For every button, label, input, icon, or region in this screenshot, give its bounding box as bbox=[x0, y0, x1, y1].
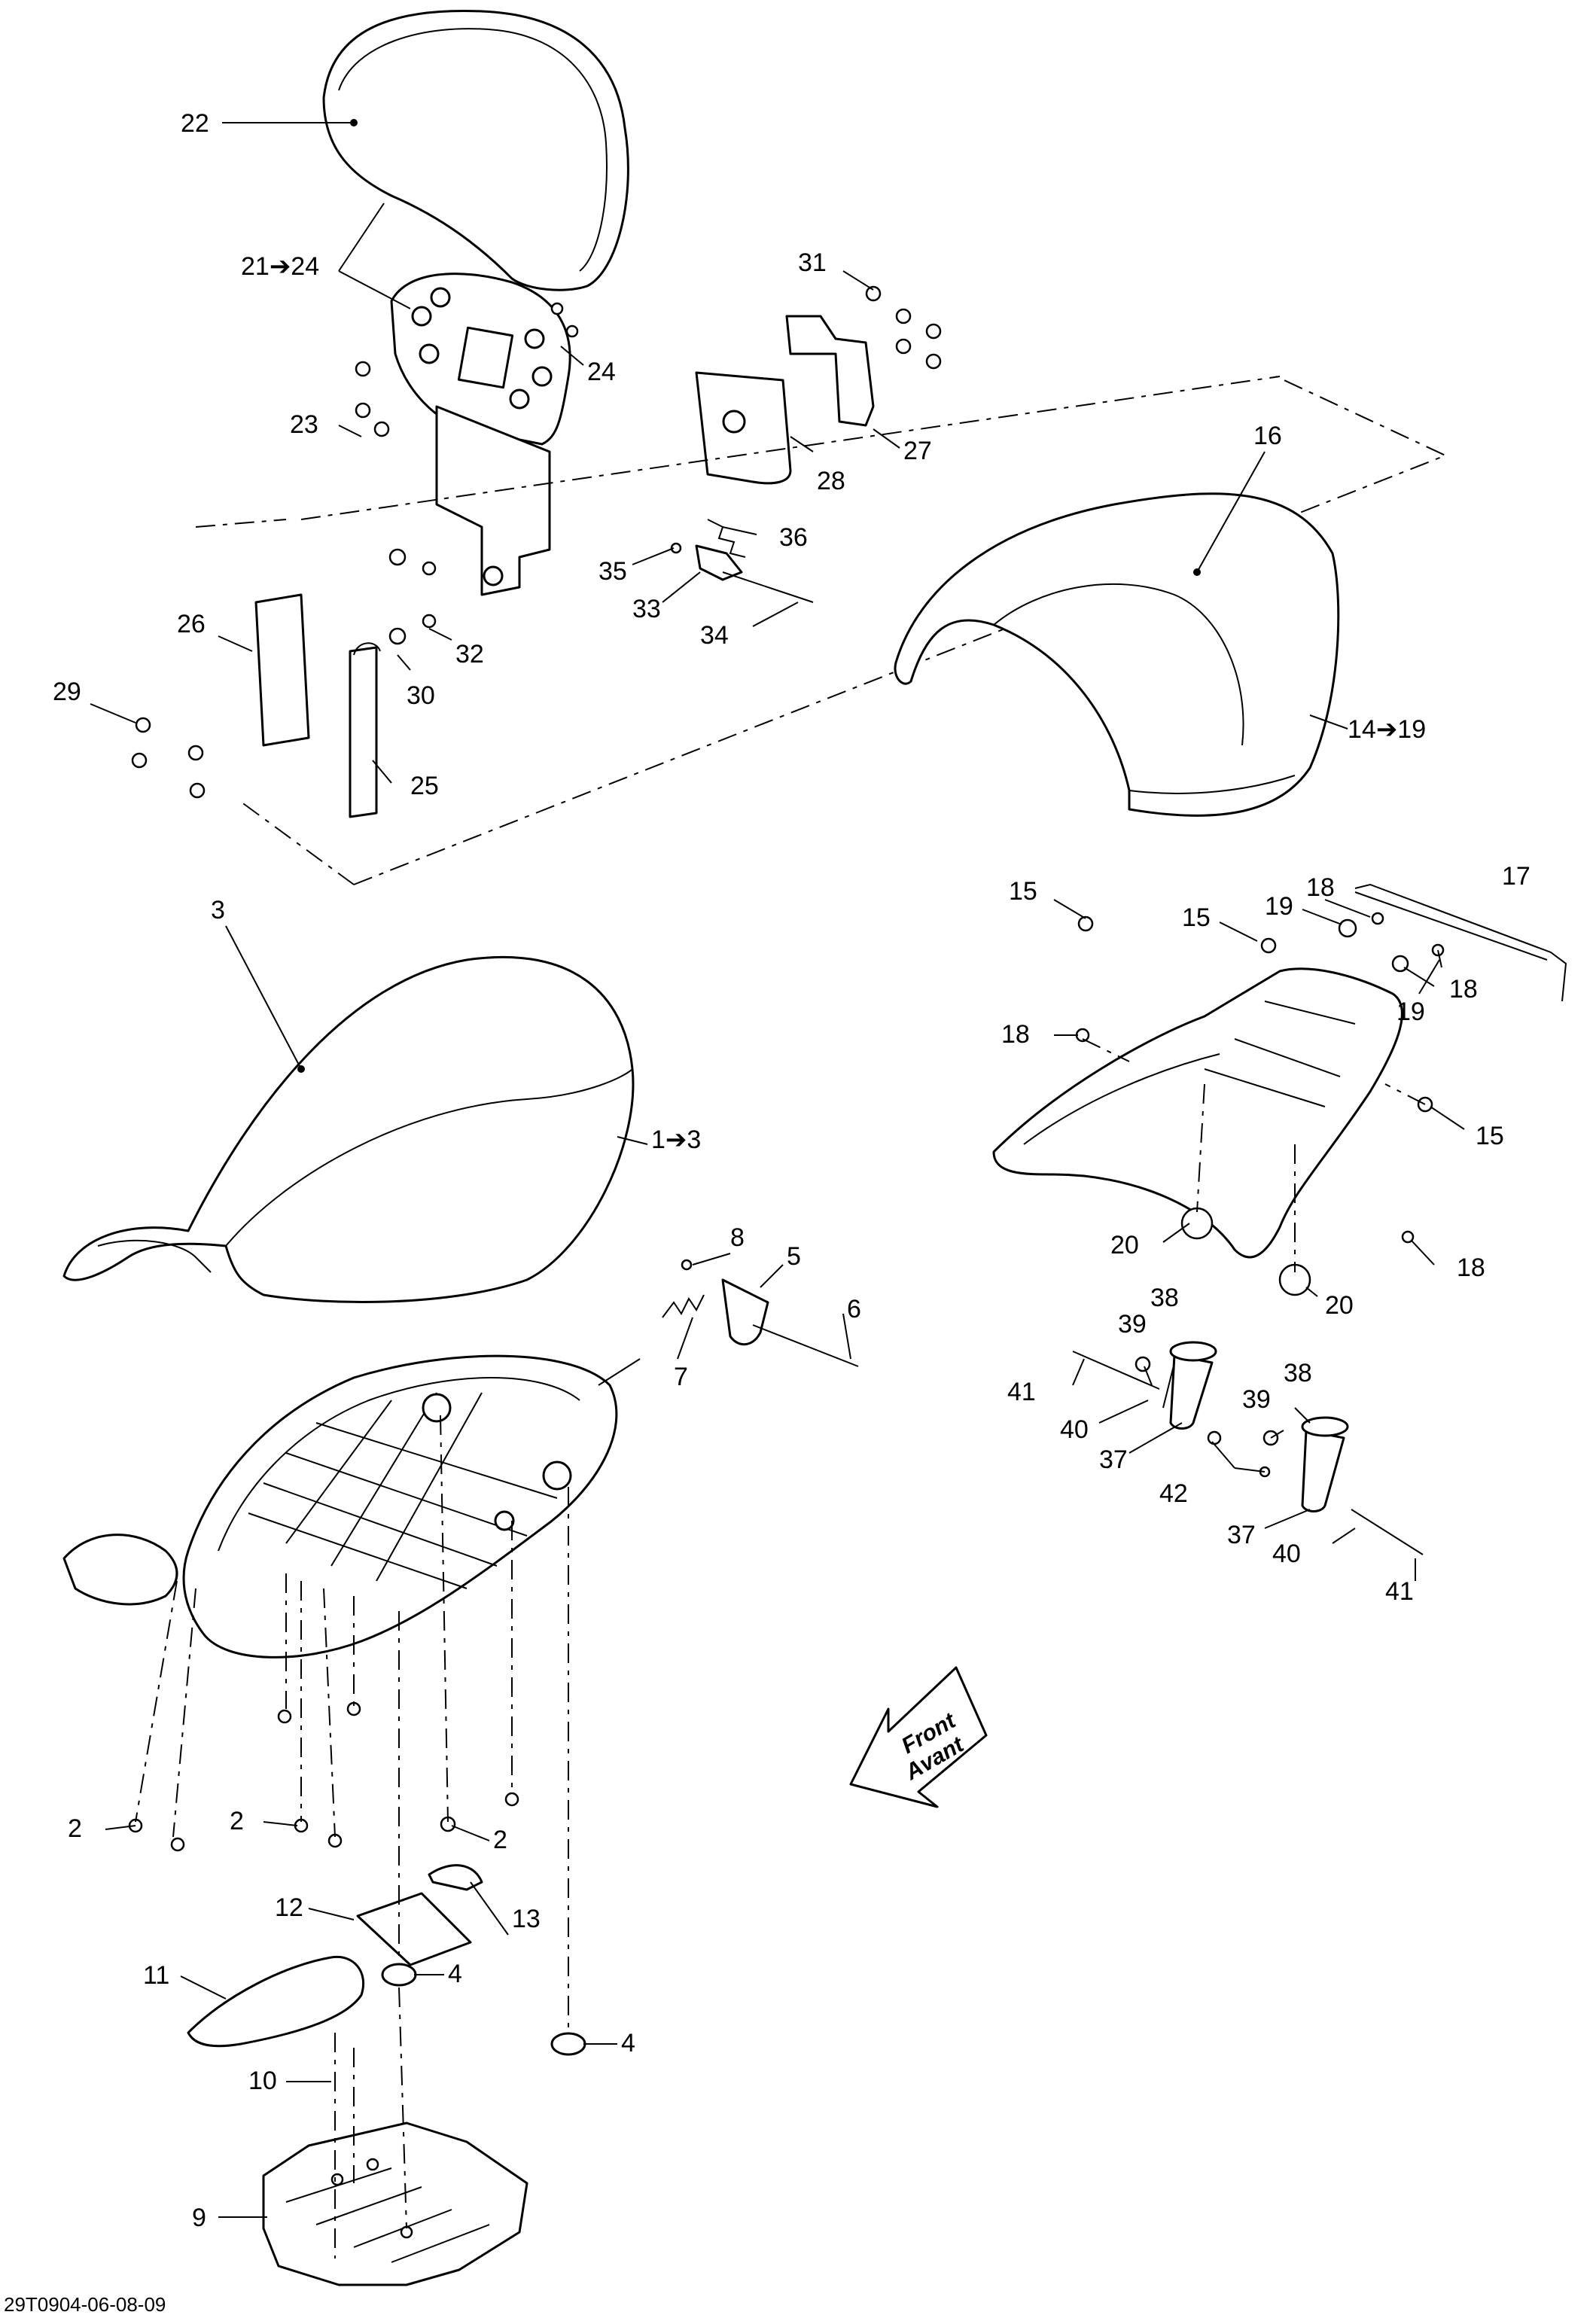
callout-11: 11 bbox=[143, 1961, 169, 1990]
callout-16: 16 bbox=[1253, 422, 1282, 450]
callout-20-b: 20 bbox=[1325, 1291, 1354, 1320]
callout-15-c: 15 bbox=[1476, 1122, 1504, 1150]
backrest-upright bbox=[435, 405, 551, 596]
callout-15-b: 15 bbox=[1182, 903, 1211, 932]
callout-42: 42 bbox=[1159, 1479, 1188, 1508]
callout-24: 24 bbox=[587, 358, 616, 386]
backrest-fasteners bbox=[131, 285, 942, 799]
callout-37-b: 37 bbox=[1227, 1521, 1256, 1549]
callout-34: 34 bbox=[700, 621, 729, 650]
passenger-seat-base bbox=[992, 967, 1403, 1259]
assembly-outline bbox=[195, 376, 1448, 885]
diagram-reference-code: 29T0904-06-08-09 bbox=[4, 2293, 166, 2316]
backrest-tubes bbox=[254, 593, 381, 818]
callout-39-b: 39 bbox=[1242, 1385, 1271, 1414]
callout-21-24: 21➔24 bbox=[241, 252, 319, 281]
callout-30: 30 bbox=[407, 681, 435, 710]
callout-37-a: 37 bbox=[1099, 1445, 1128, 1474]
seat-base-fasteners bbox=[1075, 912, 1445, 1296]
callout-1-3: 1➔3 bbox=[651, 1125, 701, 1154]
callout-41-b: 41 bbox=[1385, 1577, 1414, 1606]
callout-20-a: 20 bbox=[1110, 1231, 1139, 1259]
callout-19-a: 19 bbox=[1265, 892, 1293, 921]
callout-18-a: 18 bbox=[1306, 873, 1335, 902]
under-seat-parts bbox=[187, 1864, 483, 2048]
latch-assembly bbox=[670, 519, 814, 603]
callout-31: 31 bbox=[798, 248, 827, 277]
mounting-bracket bbox=[785, 315, 875, 427]
driver-seat-base bbox=[62, 1354, 618, 1659]
callout-18-d: 18 bbox=[1457, 1253, 1485, 1282]
callout-19-b: 19 bbox=[1396, 998, 1425, 1026]
callout-17: 17 bbox=[1502, 862, 1531, 891]
callout-26: 26 bbox=[177, 610, 206, 638]
callout-15-a: 15 bbox=[1009, 877, 1037, 906]
callout-8: 8 bbox=[730, 1223, 745, 1252]
passenger-seat bbox=[894, 492, 1340, 817]
handle-tubes bbox=[1072, 1341, 1424, 1555]
callout-38-b: 38 bbox=[1284, 1359, 1312, 1387]
callout-41-a: 41 bbox=[1007, 1378, 1036, 1406]
mounting-plate bbox=[695, 371, 792, 485]
callout-6: 6 bbox=[847, 1295, 861, 1323]
callout-38-a: 38 bbox=[1150, 1284, 1179, 1312]
callout-2-a: 2 bbox=[68, 1814, 82, 1843]
bottom-plate bbox=[262, 2121, 528, 2286]
callout-33: 33 bbox=[632, 595, 661, 623]
callout-labels: 22 21➔24 23 24 31 27 28 36 35 33 34 32 2… bbox=[53, 109, 1531, 2232]
seat-latch-parts bbox=[662, 1259, 859, 1367]
callout-39-a: 39 bbox=[1118, 1310, 1147, 1339]
callout-40-b: 40 bbox=[1272, 1540, 1301, 1568]
callout-40-a: 40 bbox=[1060, 1415, 1089, 1444]
callout-35: 35 bbox=[598, 557, 627, 586]
leader-lines bbox=[90, 119, 1465, 2218]
assembly-dashed-lines bbox=[135, 1038, 1426, 2259]
callout-9: 9 bbox=[192, 2204, 206, 2232]
callout-18-c: 18 bbox=[1001, 1020, 1030, 1049]
backrest-plate bbox=[390, 273, 571, 446]
callout-32: 32 bbox=[455, 640, 484, 669]
front-direction-arrow: Front Avant bbox=[849, 1666, 988, 1808]
callout-5: 5 bbox=[787, 1242, 801, 1271]
callout-22: 22 bbox=[181, 109, 209, 138]
callout-12: 12 bbox=[275, 1893, 303, 1922]
callout-25: 25 bbox=[410, 772, 439, 800]
callout-4-a: 4 bbox=[448, 1960, 462, 1988]
callout-13: 13 bbox=[512, 1905, 541, 1933]
callout-2-b: 2 bbox=[230, 1807, 244, 1835]
callout-7: 7 bbox=[674, 1363, 688, 1391]
backrest-pad bbox=[322, 9, 629, 291]
callout-28: 28 bbox=[817, 467, 845, 495]
grab-rod bbox=[1354, 883, 1567, 1002]
callout-27: 27 bbox=[903, 437, 932, 465]
driver-seat bbox=[62, 955, 635, 1303]
callout-3: 3 bbox=[211, 896, 225, 924]
callout-29: 29 bbox=[53, 678, 81, 706]
callout-18-b: 18 bbox=[1449, 975, 1478, 1004]
callout-14-19: 14➔19 bbox=[1348, 715, 1426, 744]
callout-2-c: 2 bbox=[493, 1826, 507, 1854]
callout-23: 23 bbox=[290, 410, 318, 439]
callout-4-b: 4 bbox=[621, 2029, 635, 2058]
callout-36: 36 bbox=[779, 523, 808, 552]
callout-10: 10 bbox=[248, 2067, 277, 2095]
